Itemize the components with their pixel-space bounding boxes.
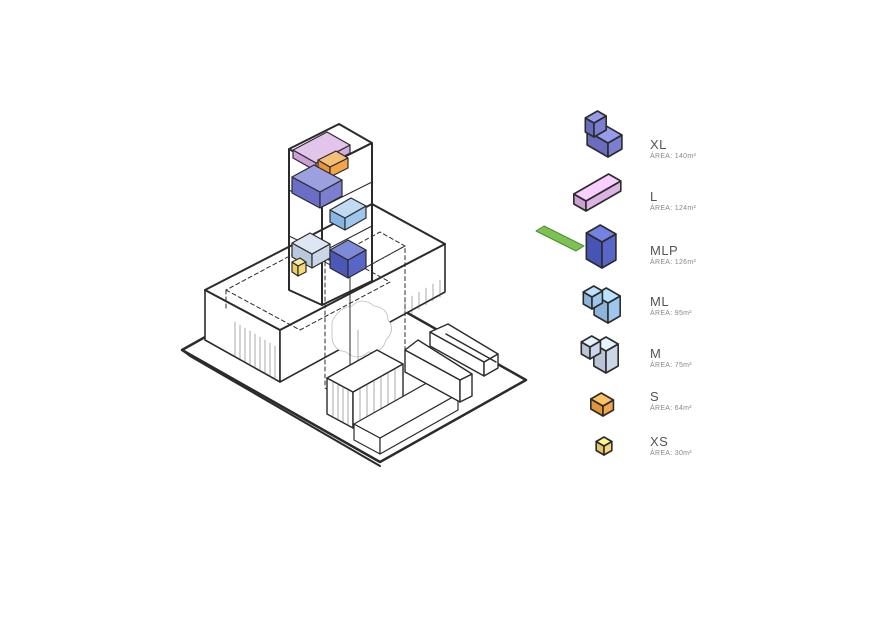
legend-label-xs: XS bbox=[650, 434, 669, 449]
legend-area-xl: ÁREA: 140m² bbox=[650, 153, 697, 160]
courtyard-tree bbox=[331, 300, 392, 363]
mlp-unit-icon bbox=[535, 224, 617, 269]
low-flat-block bbox=[353, 379, 459, 455]
legend-label-s: S bbox=[650, 389, 660, 404]
legend-label-l: L bbox=[650, 189, 658, 204]
legend-label-m: M bbox=[650, 346, 662, 361]
tower-units bbox=[291, 131, 367, 279]
legend-label-ml: ML bbox=[650, 294, 670, 309]
legend-icons bbox=[535, 110, 623, 456]
m-unit-icon bbox=[580, 335, 619, 374]
front-block bbox=[326, 349, 404, 429]
legend-label-mlp: MLP bbox=[650, 243, 679, 258]
legend-area-m: ÁREA: 75m² bbox=[650, 362, 692, 369]
xs-unit-icon bbox=[595, 436, 613, 456]
ml-unit-icon bbox=[582, 285, 621, 324]
building-axonometric bbox=[180, 123, 528, 467]
gabled-houses bbox=[404, 323, 499, 403]
legend-label-xl: XL bbox=[650, 137, 667, 152]
legend-area-xs: ÁREA: 30m² bbox=[650, 450, 692, 457]
green-terrace-icon bbox=[535, 225, 585, 252]
legend-area-s: ÁREA: 64m² bbox=[650, 405, 692, 412]
xl-unit-icon bbox=[584, 110, 623, 158]
legend-area-ml: ÁREA: 95m² bbox=[650, 310, 692, 317]
l-unit-icon bbox=[573, 173, 622, 212]
legend-area-mlp: ÁREA: 126m² bbox=[650, 259, 697, 266]
legend-area-l: ÁREA: 124m² bbox=[650, 205, 697, 212]
s-unit-icon bbox=[590, 392, 615, 417]
